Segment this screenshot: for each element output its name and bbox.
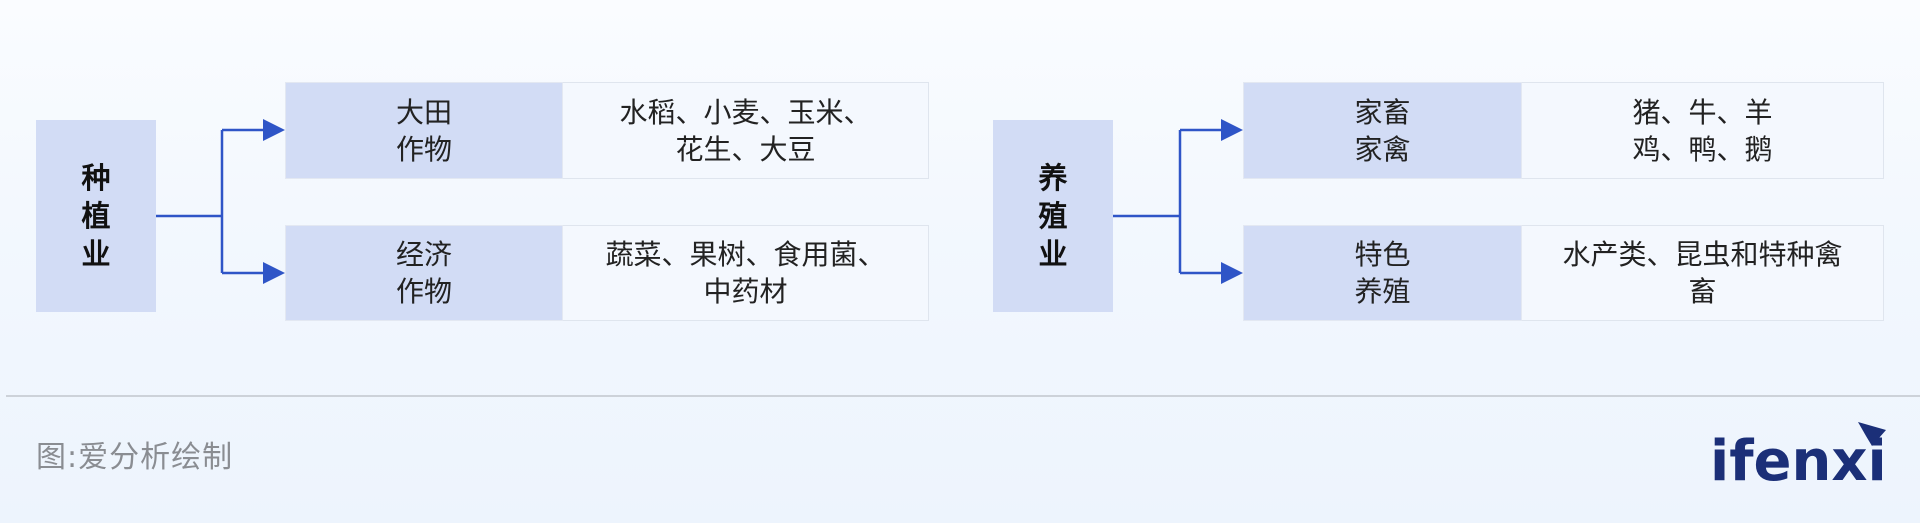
detail-box-field-crops: 水稻、小麦、玉米、 花生、大豆 xyxy=(563,82,929,179)
detail-line: 水稻、小麦、玉米、 xyxy=(619,95,872,129)
connector-group-planting xyxy=(156,128,266,275)
category-char: 殖 xyxy=(1038,199,1068,233)
subcategory-box-specialty: 特色 养殖 xyxy=(1243,225,1522,321)
subcategory-box-field-crops: 大田 作物 xyxy=(285,82,563,179)
subcategory-line: 家畜 xyxy=(1354,95,1411,129)
subcategory-line: 养殖 xyxy=(1354,275,1411,308)
subcategory-line: 家禽 xyxy=(1354,132,1411,166)
source-caption: 图:爱分析绘制 xyxy=(36,440,234,475)
detail-box-specialty: 水产类、昆虫和特种禽 畜 xyxy=(1522,225,1884,321)
arrow-head-icon xyxy=(263,262,285,284)
detail-box-cash-crops: 蔬菜、果树、食用菌、 中药材 xyxy=(563,225,929,321)
svg-text:ifenxi: ifenxi xyxy=(1710,429,1887,488)
category-char: 业 xyxy=(81,237,111,271)
detail-line: 花生、大豆 xyxy=(675,132,816,166)
category-char: 养 xyxy=(1038,161,1068,195)
category-box-planting: 种 植 业 xyxy=(36,120,156,312)
detail-line: 蔬菜、果树、食用菌、 xyxy=(605,238,886,271)
subcategory-box-cash-crops: 经济 作物 xyxy=(285,225,563,321)
detail-box-livestock: 猪、牛、羊 鸡、鸭、鹅 xyxy=(1522,82,1884,179)
arrow-head-icon xyxy=(1221,119,1243,141)
subcategory-line: 特色 xyxy=(1354,238,1411,271)
detail-line: 中药材 xyxy=(703,275,788,308)
category-char: 种 xyxy=(81,161,111,195)
arrow-head-icon xyxy=(1221,262,1243,284)
ifenxi-logo: ifenxi xyxy=(1710,422,1887,488)
subcategory-line: 经济 xyxy=(395,238,452,271)
subcategory-line: 作物 xyxy=(395,275,452,308)
detail-line: 鸡、鸭、鹅 xyxy=(1632,132,1773,166)
category-char: 植 xyxy=(81,199,111,233)
detail-line: 水产类、昆虫和特种禽 xyxy=(1562,238,1843,271)
subcategory-line: 作物 xyxy=(395,132,452,166)
subcategory-box-livestock: 家畜 家禽 xyxy=(1243,82,1522,179)
category-char: 业 xyxy=(1038,237,1068,271)
footer-divider xyxy=(6,395,1920,397)
arrow-head-icon xyxy=(263,119,285,141)
subcategory-line: 大田 xyxy=(395,95,452,129)
detail-line: 猪、牛、羊 xyxy=(1632,95,1773,129)
category-box-breeding: 养 殖 业 xyxy=(993,120,1113,312)
detail-line: 畜 xyxy=(1688,275,1717,308)
connector-group-breeding xyxy=(1113,128,1224,275)
